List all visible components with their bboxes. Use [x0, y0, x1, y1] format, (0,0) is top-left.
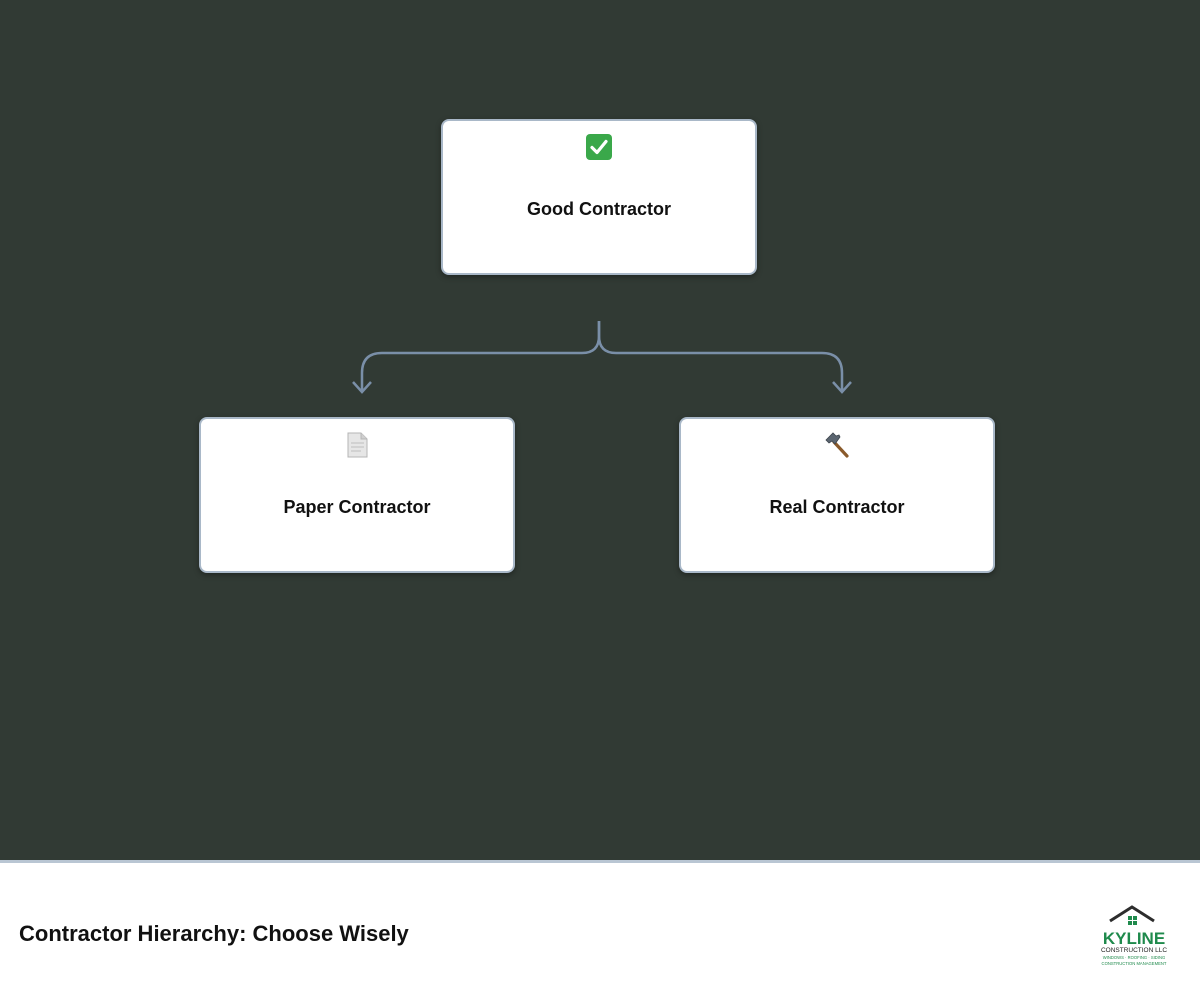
arrowhead-right — [832, 381, 852, 394]
check-mark-icon — [586, 134, 612, 160]
arrowhead-left — [352, 381, 372, 394]
branch-connector — [352, 321, 852, 394]
logo-tagline-2: CONSTRUCTION MANAGEMENT — [1102, 961, 1167, 966]
node-label: Paper Contractor — [283, 497, 431, 517]
node-real-contractor: Real Contractor — [679, 417, 995, 573]
logo-tagline-1: WINDOWS · ROOFING · SIDING — [1103, 955, 1166, 960]
node-paper-contractor: Paper Contractor — [199, 417, 515, 573]
footer: Contractor Hierarchy: Choose Wisely KYLI… — [0, 860, 1200, 1000]
logo-company: CONSTRUCTION LLC — [1101, 947, 1167, 954]
document-icon — [347, 432, 368, 458]
node-label: Good Contractor — [527, 199, 671, 219]
hammer-icon — [825, 432, 849, 458]
node-label: Real Contractor — [769, 497, 905, 517]
connector-left — [360, 321, 601, 391]
connector-right — [597, 321, 844, 391]
logo-brand: KYLINE — [1103, 929, 1165, 948]
page-title: Contractor Hierarchy: Choose Wisely — [19, 921, 409, 946]
company-logo: KYLINE CONSTRUCTION LLC WINDOWS · ROOFIN… — [1101, 905, 1167, 966]
node-good-contractor: Good Contractor — [441, 119, 757, 275]
diagram-canvas: Good Contractor Paper Contractor Real Co… — [0, 0, 1200, 860]
